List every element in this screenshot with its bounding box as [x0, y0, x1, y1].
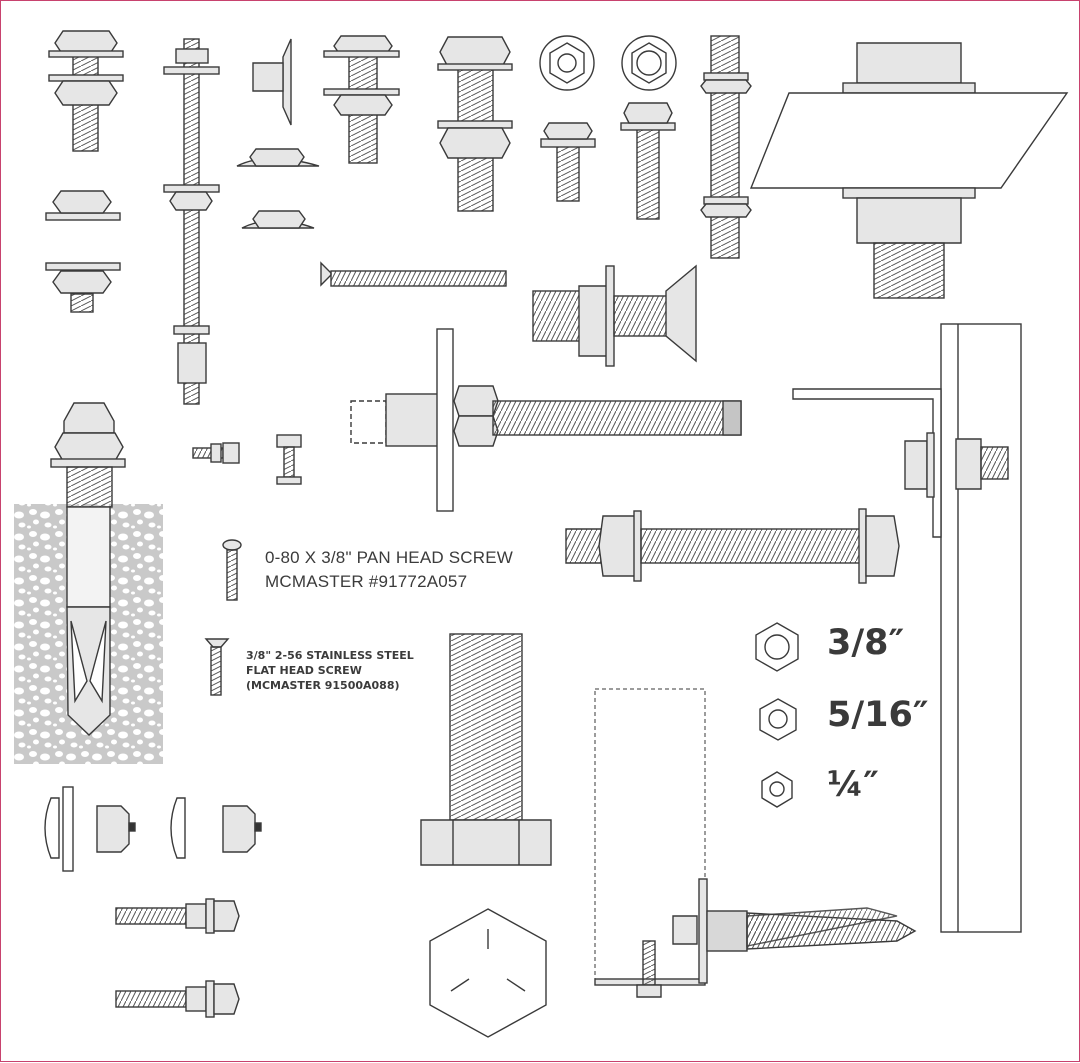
flange-nut-2 — [45, 262, 121, 313]
bolt-with-two-nuts — [48, 30, 124, 152]
wedge-anchor-in-concrete — [14, 402, 163, 764]
angle-bracket-channel — [792, 323, 1022, 933]
bolt-through-plate — [749, 42, 1069, 299]
small-screw-vertical — [276, 434, 302, 485]
tee-nut-1 — [252, 38, 292, 126]
nut-size-label-5-16: 5/16″ — [827, 695, 929, 735]
lag-bolt-bracket-assembly — [594, 688, 917, 998]
anchor-rod-assembly — [350, 328, 742, 512]
tee-nut-3 — [241, 210, 315, 229]
pan-head-screw-label-line1: 0-80 X 3/8" PAN HEAD SCREW — [265, 548, 514, 567]
nut-size-label-3-8: 3/8″ — [827, 623, 905, 663]
hex-head-top-view-1 — [539, 35, 595, 91]
flange-nut-1 — [45, 190, 121, 221]
nut-size-icon-5-16 — [759, 698, 797, 741]
small-screw-horizontal — [192, 442, 240, 464]
self-tapping-screw-long — [620, 102, 676, 220]
long-hex-bolt-horizontal — [565, 508, 900, 584]
hex-screw-horizontal-2 — [115, 980, 240, 1018]
nut-size-icon-3-8 — [755, 622, 799, 672]
hex-screw-horizontal-1 — [115, 898, 240, 934]
threaded-rod-long — [163, 38, 220, 405]
large-hex-bolt-vertical — [420, 633, 552, 866]
self-tapping-screw-short — [540, 122, 596, 202]
hex-head-top-view-2 — [621, 35, 677, 91]
pan-head-screw-label-line2: MCMASTER #91772A057 — [265, 572, 468, 591]
plug-assembly-1 — [44, 786, 136, 872]
tee-nut-2 — [236, 148, 320, 167]
flat-head-screw-label-line2: FLAT HEAD SCREW — [246, 664, 362, 677]
bolt-two-washers — [323, 35, 400, 164]
hex-bolt-head-top-view — [429, 908, 547, 1038]
hex-bolt-stack — [437, 36, 513, 212]
flat-head-screw-icon — [204, 638, 230, 696]
nut-size-label-1-4: ¼″ — [827, 765, 879, 805]
pan-head-screw-icon — [222, 539, 242, 601]
nut-size-icon-1-4 — [761, 771, 793, 808]
threaded-stud-two-nuts — [700, 35, 752, 259]
flanged-bolt-assembly — [532, 264, 697, 367]
countersunk-screw-horizontal — [320, 261, 507, 287]
plug-assembly-2 — [170, 797, 262, 859]
flat-head-screw-label-line3: (MCMASTER 91500A088) — [246, 679, 400, 692]
flat-head-screw-label-line1: 3/8" 2-56 STAINLESS STEEL — [246, 649, 414, 662]
